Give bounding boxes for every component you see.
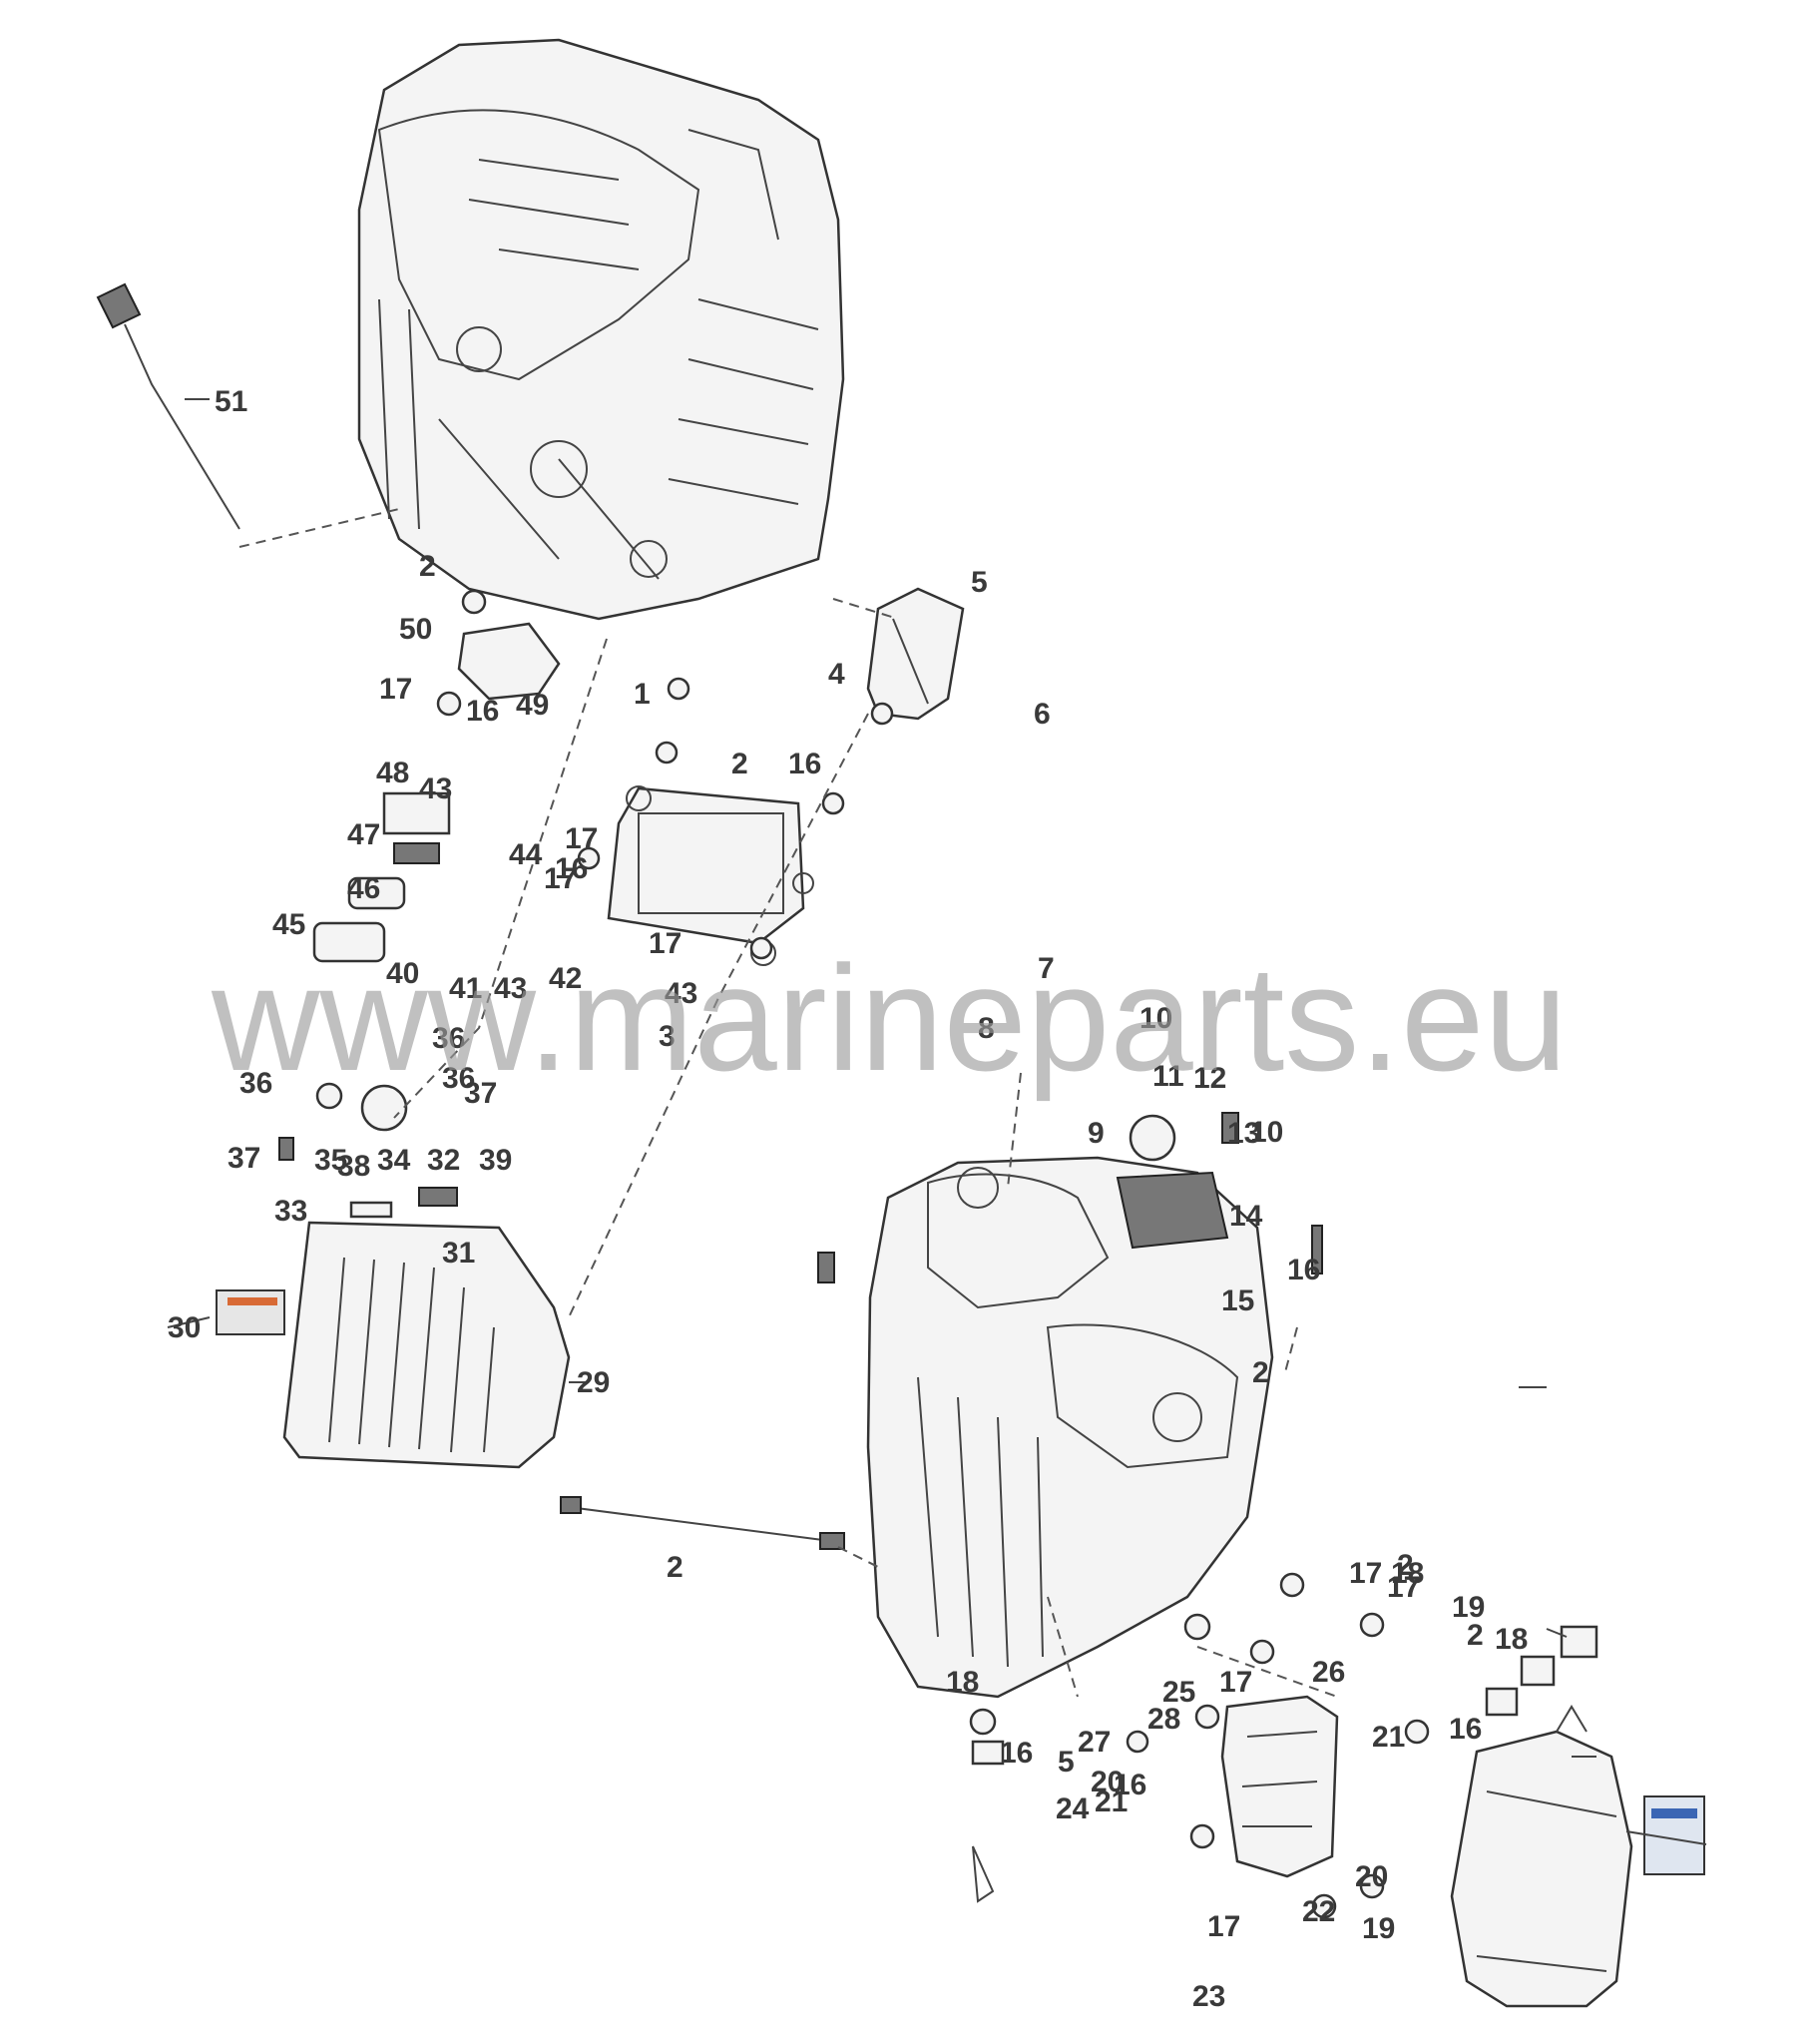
callout-number: 7 bbox=[1038, 952, 1055, 985]
callout-number: 26 bbox=[1312, 1656, 1345, 1689]
mounting-bracket bbox=[866, 587, 965, 721]
warning-label-31 bbox=[216, 1289, 285, 1335]
callout-number: 5 bbox=[971, 566, 988, 599]
lower-engine-block bbox=[866, 1156, 1274, 1699]
callout-number: 2 bbox=[731, 748, 748, 780]
callout-number: 23 bbox=[1192, 1980, 1225, 2013]
callout-number: 41 bbox=[449, 972, 482, 1005]
callout-number: 37 bbox=[227, 1142, 260, 1175]
callout-number: 31 bbox=[442, 1237, 475, 1270]
callout-number: 10 bbox=[1250, 1116, 1283, 1149]
sensor-cable bbox=[96, 282, 240, 530]
callout-number: 16 bbox=[1114, 1769, 1146, 1801]
callout-number: 17 bbox=[565, 822, 598, 855]
callout-number: 21 bbox=[1372, 1721, 1405, 1754]
callout-number: 33 bbox=[274, 1195, 307, 1228]
callout-number: 16 bbox=[466, 695, 499, 728]
callout-number: 36 bbox=[432, 1022, 465, 1055]
callout-number: 16 bbox=[1000, 1737, 1033, 1770]
callout-number: 16 bbox=[555, 852, 588, 885]
callout-number: 10 bbox=[1139, 1002, 1172, 1035]
dashed-assembly-lines bbox=[238, 508, 1338, 1698]
callout-number: 51 bbox=[215, 385, 247, 418]
small-parts bbox=[278, 589, 1598, 1919]
callout-number: 14 bbox=[1229, 1200, 1263, 1233]
callout-number: 16 bbox=[788, 748, 821, 780]
callout-number: 43 bbox=[665, 977, 697, 1010]
callout-number: 34 bbox=[377, 1144, 411, 1177]
callout-number: 2 bbox=[1467, 1619, 1484, 1652]
callout-number: 17 bbox=[1219, 1666, 1252, 1699]
warning-label-23-band bbox=[1651, 1808, 1697, 1818]
callout-number: 13 bbox=[1227, 1117, 1260, 1150]
callout-number: 49 bbox=[516, 689, 549, 722]
callout-number: 2 bbox=[1252, 1356, 1269, 1389]
callout-number: 19 bbox=[1362, 1912, 1395, 1945]
callout-number: 2 bbox=[419, 550, 436, 583]
callout-number: 44 bbox=[509, 838, 543, 871]
upper-engine-block bbox=[357, 38, 845, 621]
electrical-box-cover bbox=[1450, 1705, 1633, 2008]
callout-number: 11 bbox=[1152, 1060, 1184, 1093]
callout-number: 42 bbox=[549, 962, 582, 995]
callout-number: 17 bbox=[544, 862, 577, 895]
flywheel-cover bbox=[282, 1221, 571, 1469]
callout-number: 43 bbox=[419, 772, 452, 805]
callout-number: 28 bbox=[1147, 1703, 1180, 1736]
callout-number: 48 bbox=[376, 757, 409, 789]
callout-number: 24 bbox=[1056, 1792, 1090, 1825]
callout-number: 50 bbox=[399, 613, 432, 646]
callout-number: 29 bbox=[577, 1366, 610, 1399]
callout-number: 5 bbox=[1058, 1746, 1075, 1779]
wiring-harness bbox=[560, 1496, 845, 1550]
warning-label-31-band bbox=[227, 1297, 277, 1305]
callout-number: 38 bbox=[337, 1150, 370, 1183]
watermark-text: www.marineparts.eu bbox=[211, 934, 1568, 1102]
callout-number: 16 bbox=[1287, 1254, 1320, 1286]
callout-number: 22 bbox=[1302, 1895, 1335, 1928]
callout-number: 39 bbox=[479, 1144, 512, 1177]
callout-number: 1 bbox=[634, 678, 651, 711]
callout-number: 25 bbox=[1162, 1676, 1195, 1709]
callout-number: 12 bbox=[1193, 1062, 1226, 1095]
fuse-holder-block bbox=[1220, 1695, 1339, 1878]
callout-number: 4 bbox=[828, 658, 845, 691]
callout-number: 9 bbox=[1088, 1117, 1105, 1150]
callout-number: 18 bbox=[1391, 1557, 1424, 1590]
callout-number: 46 bbox=[347, 872, 380, 905]
callout-number: 20 bbox=[1091, 1766, 1124, 1798]
ecm-module bbox=[607, 785, 814, 966]
callout-number: 43 bbox=[494, 972, 527, 1005]
callout-number: 35 bbox=[314, 1144, 347, 1177]
callout-number: 37 bbox=[464, 1077, 497, 1110]
callout-number: 36 bbox=[239, 1067, 272, 1100]
callout-number: 2 bbox=[667, 1551, 683, 1584]
callout-number: 3 bbox=[659, 1020, 676, 1053]
callout-number: 32 bbox=[427, 1144, 460, 1177]
callout-number: 20 bbox=[1355, 1860, 1388, 1893]
callout-number: 45 bbox=[272, 908, 305, 941]
callout-number: 17 bbox=[1207, 1910, 1240, 1943]
callout-number: 47 bbox=[347, 818, 380, 851]
callout-number: 16 bbox=[1449, 1713, 1482, 1746]
callout-number: 17 bbox=[1387, 1571, 1420, 1604]
callout-number: 18 bbox=[1495, 1623, 1528, 1656]
callout-number: 6 bbox=[1034, 698, 1051, 731]
callout-number: 40 bbox=[386, 957, 419, 990]
callout-number: 15 bbox=[1221, 1284, 1254, 1317]
callout-number: 36 bbox=[442, 1062, 475, 1095]
callout-number: 21 bbox=[1095, 1786, 1128, 1818]
callout-number: 17 bbox=[1349, 1557, 1382, 1590]
callout-number: 17 bbox=[379, 673, 412, 706]
callout-number: 17 bbox=[649, 927, 682, 960]
callout-number: 18 bbox=[946, 1666, 979, 1699]
callout-number: 30 bbox=[168, 1311, 201, 1344]
callout-number: 8 bbox=[978, 1012, 995, 1045]
callout-number: 19 bbox=[1452, 1591, 1485, 1624]
callout-number: 2 bbox=[1397, 1549, 1414, 1582]
leader-lines bbox=[167, 398, 1707, 1845]
callout-number: 27 bbox=[1078, 1726, 1111, 1759]
